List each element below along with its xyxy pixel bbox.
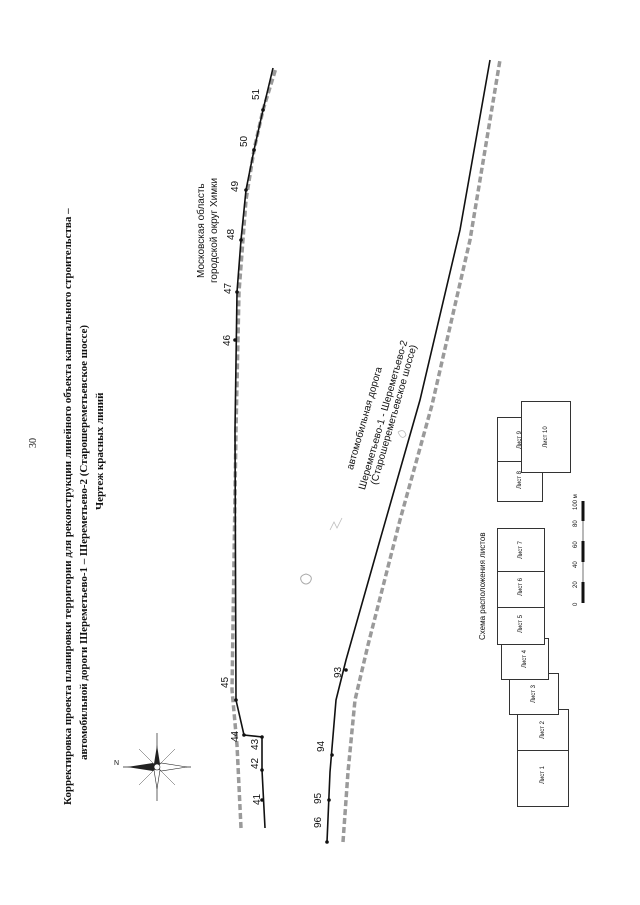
sheet-10: Лист 10 — [521, 401, 571, 473]
scale-100: 100 м — [573, 494, 579, 510]
sheet-1: Лист 1 — [517, 743, 569, 807]
district-label: городской округ Химки — [209, 177, 220, 283]
scale-40: 40 — [573, 561, 579, 568]
faint-contour — [300, 573, 312, 585]
sheet-6: Лист 6 — [497, 566, 545, 608]
compass-rose-icon — [123, 733, 191, 801]
point-50: 50 — [239, 135, 250, 147]
sheet-5: Лист 5 — [497, 603, 545, 645]
region-label: Московская область — [196, 183, 207, 278]
sheet-7: Лист 7 — [497, 528, 545, 572]
scale-0: 0 — [573, 602, 579, 606]
vertex-points — [233, 108, 348, 844]
scheme-title: Схема расположения листов — [478, 532, 487, 640]
point-41: 41 — [252, 793, 263, 805]
point-46: 46 — [222, 334, 233, 346]
point-93: 93 — [333, 666, 344, 678]
scale-80: 80 — [573, 520, 579, 527]
point-94: 94 — [316, 740, 327, 752]
dashed-boundary-lower — [341, 59, 502, 843]
point-43: 43 — [250, 738, 261, 750]
point-96: 96 — [313, 816, 324, 828]
north-label: N — [114, 760, 120, 767]
point-44: 44 — [230, 730, 241, 742]
point-47: 47 — [223, 282, 234, 294]
point-51: 51 — [251, 88, 262, 100]
scale-60: 60 — [573, 541, 579, 548]
point-45: 45 — [220, 676, 231, 688]
point-48: 48 — [226, 228, 237, 240]
point-49: 49 — [230, 180, 241, 192]
sheet-2: Лист 2 — [517, 709, 569, 751]
point-95: 95 — [313, 792, 324, 804]
point-42: 42 — [250, 757, 261, 769]
faint-contour-2 — [329, 517, 343, 531]
red-line-lower — [326, 59, 491, 843]
red-line-upper — [234, 67, 274, 829]
faint-contour-3 — [397, 430, 407, 438]
scale-20: 20 — [573, 581, 579, 588]
